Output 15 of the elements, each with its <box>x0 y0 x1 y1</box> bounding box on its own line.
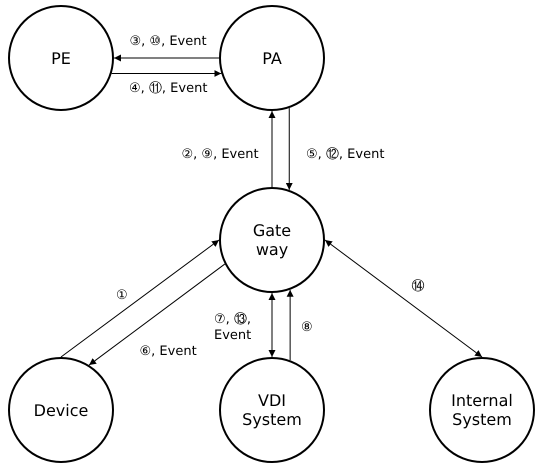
node-label: Internal System <box>450 391 514 429</box>
arrow <box>268 292 276 358</box>
node-label: Device <box>32 400 90 420</box>
node-label: VDI System <box>241 391 303 429</box>
arrow <box>286 289 294 361</box>
node-label: Gate way <box>252 221 292 259</box>
node-label: PE <box>50 48 72 68</box>
arrow <box>88 264 226 366</box>
arrow <box>111 70 222 77</box>
arrow <box>268 110 276 188</box>
arrow <box>114 54 220 62</box>
arrow <box>286 108 293 190</box>
arrow <box>60 240 220 358</box>
arrow <box>324 240 482 358</box>
node-label: PA <box>261 48 283 68</box>
